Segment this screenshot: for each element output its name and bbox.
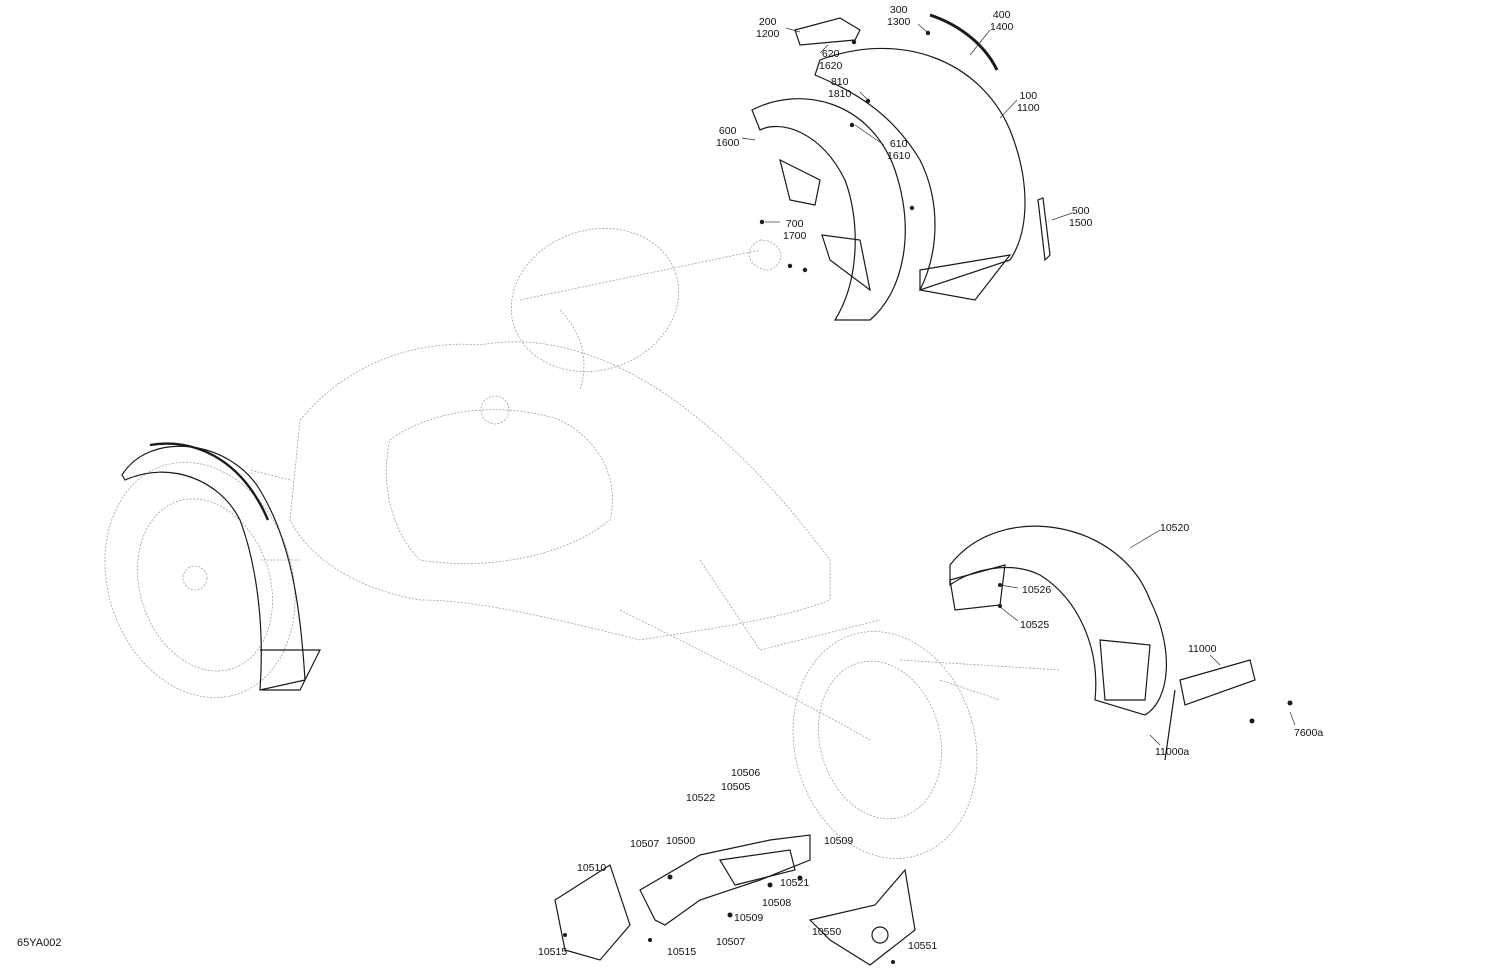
callout-10550: 10550 <box>812 926 842 938</box>
callout-10505: 10505 <box>721 781 751 793</box>
leader-lines <box>741 23 1296 746</box>
callout-10526: 10526 <box>1022 584 1052 596</box>
callout-10521: 10521 <box>780 877 810 889</box>
callout-10515-a: 10515 <box>538 946 568 958</box>
callout-11000a: 11000a <box>1155 746 1190 758</box>
callout-10500: 10500 <box>666 835 696 847</box>
callout-10520: 10520 <box>1160 522 1190 534</box>
callout-10506: 10506 <box>731 767 761 779</box>
callout-10525: 10525 <box>1020 619 1050 631</box>
part-outlines <box>121 13 1256 966</box>
callout-10509-a: 10509 <box>824 835 854 847</box>
ghost-vehicle-outline <box>104 228 1061 859</box>
callout-10515-b: 10515 <box>667 946 697 958</box>
fasteners <box>563 30 1293 964</box>
callout-10507-a: 10507 <box>630 838 660 850</box>
callout-10507-b: 10507 <box>716 936 746 948</box>
callout-10509-b: 10509 <box>734 912 764 924</box>
callout-11000: 11000 <box>1188 643 1217 655</box>
figure-code: 65YA002 <box>17 937 62 949</box>
callout-7600a: 7600a <box>1294 727 1324 739</box>
callout-10508: 10508 <box>762 897 792 909</box>
callout-10522: 10522 <box>686 792 716 804</box>
callout-10551: 10551 <box>908 940 938 952</box>
callout-10510: 10510 <box>577 862 607 874</box>
